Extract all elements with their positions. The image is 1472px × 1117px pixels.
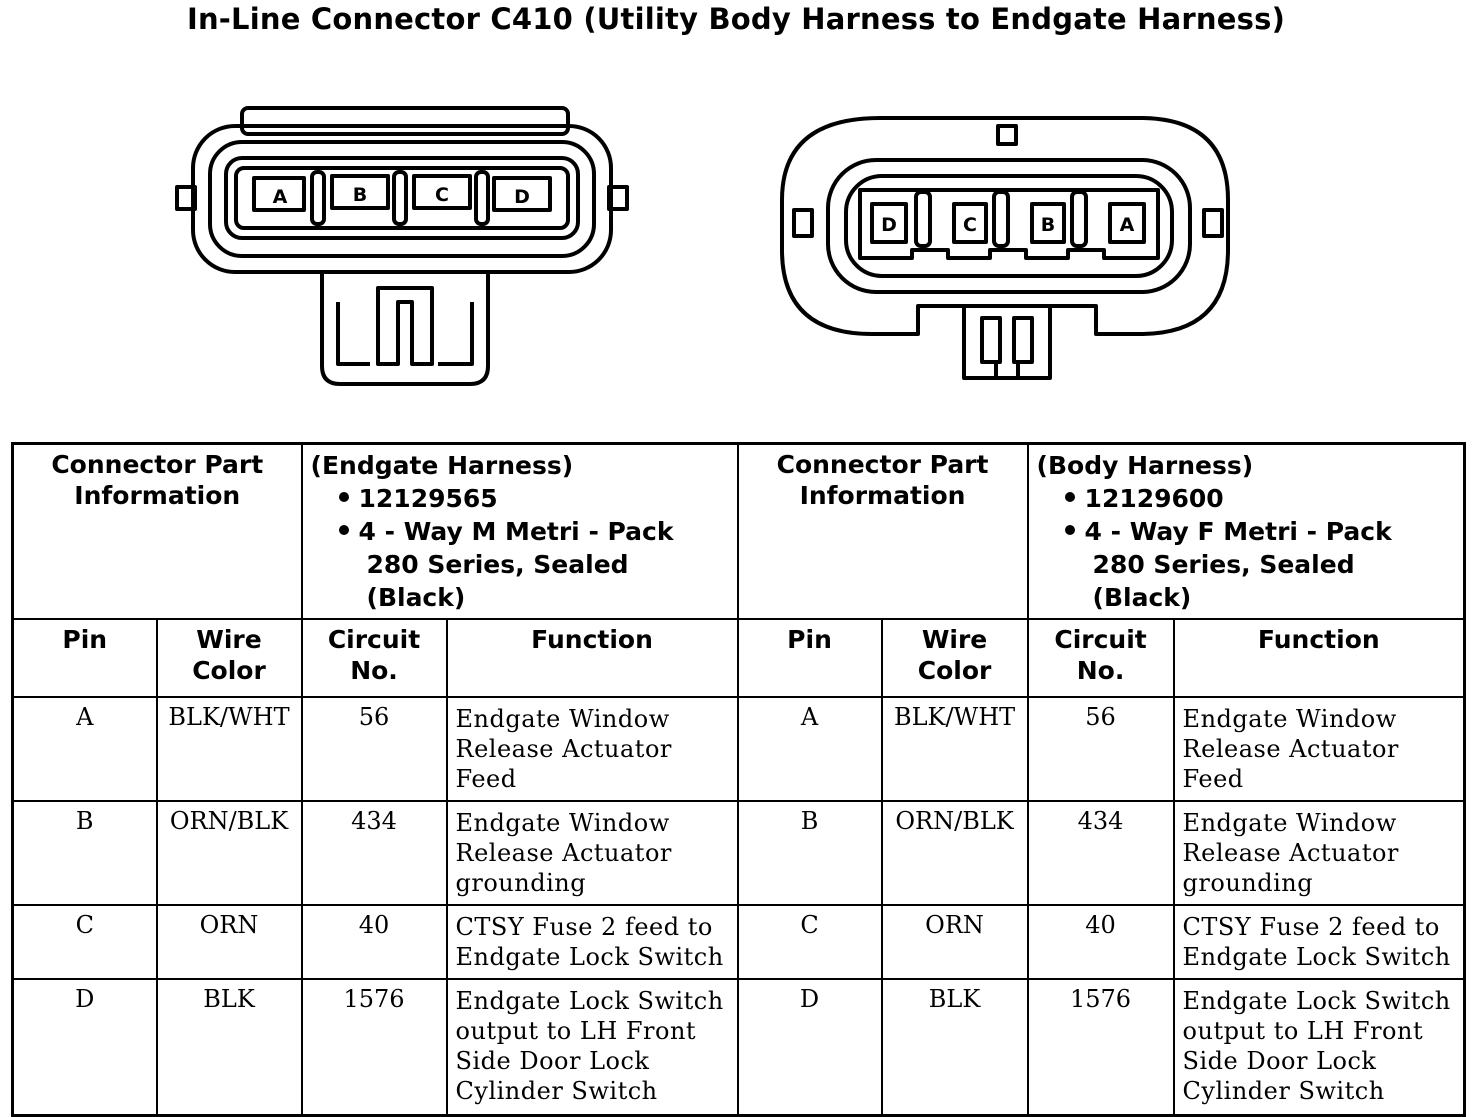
wire-color-cell: BLK [880, 978, 1029, 1116]
wire-color-cell: ORN/BLK [880, 800, 1029, 906]
wire-color-cell: BLK [155, 978, 303, 1116]
pin-cell: C [736, 904, 883, 980]
bullet-icon [1064, 492, 1075, 502]
circuit-cell: 434 [300, 800, 448, 906]
right-part-number: 12129600 [1084, 484, 1224, 513]
bullet-icon [338, 525, 349, 535]
pin-cell: D [736, 978, 883, 1116]
part-info-row: Connector Part Information (Endgate Harn… [11, 442, 1466, 620]
circuit-cell: 40 [300, 904, 448, 980]
wire-color-cell: ORN [880, 904, 1029, 980]
pin-cell: A [11, 696, 158, 802]
right-part-color: (Black) [1092, 583, 1192, 612]
col-header-function: Function [1172, 618, 1466, 698]
pin-cell: C [11, 904, 158, 980]
left-harness-name: (Endgate Harness) [310, 451, 574, 480]
wire-color-cell: ORN/BLK [155, 800, 303, 906]
wire-color-cell: BLK/WHT [880, 696, 1029, 802]
wire-color-cell: BLK/WHT [155, 696, 303, 802]
connector-right-pin-4: A [1120, 214, 1135, 236]
pin-cell: A [736, 696, 883, 802]
right-part-series: 280 Series, Sealed [1092, 550, 1355, 579]
right-harness-name: (Body Harness) [1036, 451, 1254, 480]
connector-right-diagram: D C B A [780, 116, 1230, 380]
circuit-cell: 56 [1026, 696, 1175, 802]
connector-left-pin-2: B [353, 184, 367, 206]
connector-right-pin-3: B [1041, 214, 1055, 236]
connector-left-pin-4: D [514, 186, 530, 208]
pin-cell: D [11, 978, 158, 1116]
connector-left-diagram: A B C D [175, 106, 629, 386]
left-info-label: Connector Part Information [11, 442, 303, 620]
right-info-label: Connector Part Information [736, 442, 1029, 620]
connector-left-pin-1: A [273, 186, 288, 208]
pinout-table: Connector Part Information (Endgate Harn… [11, 442, 1467, 1117]
circuit-cell: 1576 [300, 978, 448, 1116]
col-header-pin: Pin [11, 618, 158, 698]
left-part-color: (Black) [366, 583, 466, 612]
bullet-icon [338, 492, 349, 502]
right-part-type: 4 - Way F Metri - Pack [1084, 517, 1392, 546]
circuit-cell: 434 [1026, 800, 1175, 906]
connector-right-pin-1: D [881, 214, 897, 236]
pin-cell: B [11, 800, 158, 906]
circuit-cell: 40 [1026, 904, 1175, 980]
bullet-icon [1064, 525, 1075, 535]
left-part-info: (Endgate Harness) 12129565 4 - Way M Met… [300, 442, 739, 620]
wire-color-cell: ORN [155, 904, 303, 980]
circuit-cell: 56 [300, 696, 448, 802]
left-part-series: 280 Series, Sealed [366, 550, 629, 579]
connector-left-pin-3: C [435, 184, 449, 206]
pin-cell: B [736, 800, 883, 906]
left-part-number: 12129565 [358, 484, 498, 513]
circuit-cell: 1576 [1026, 978, 1175, 1116]
page-title: In-Line Connector C410 (Utility Body Har… [186, 2, 1286, 36]
connector-right-pin-2: C [963, 214, 977, 236]
col-header-function: Function [445, 618, 739, 698]
right-part-info: (Body Harness) 12129600 4 - Way F Metri … [1026, 442, 1466, 620]
col-header-pin: Pin [736, 618, 883, 698]
left-part-type: 4 - Way M Metri - Pack [358, 517, 674, 546]
